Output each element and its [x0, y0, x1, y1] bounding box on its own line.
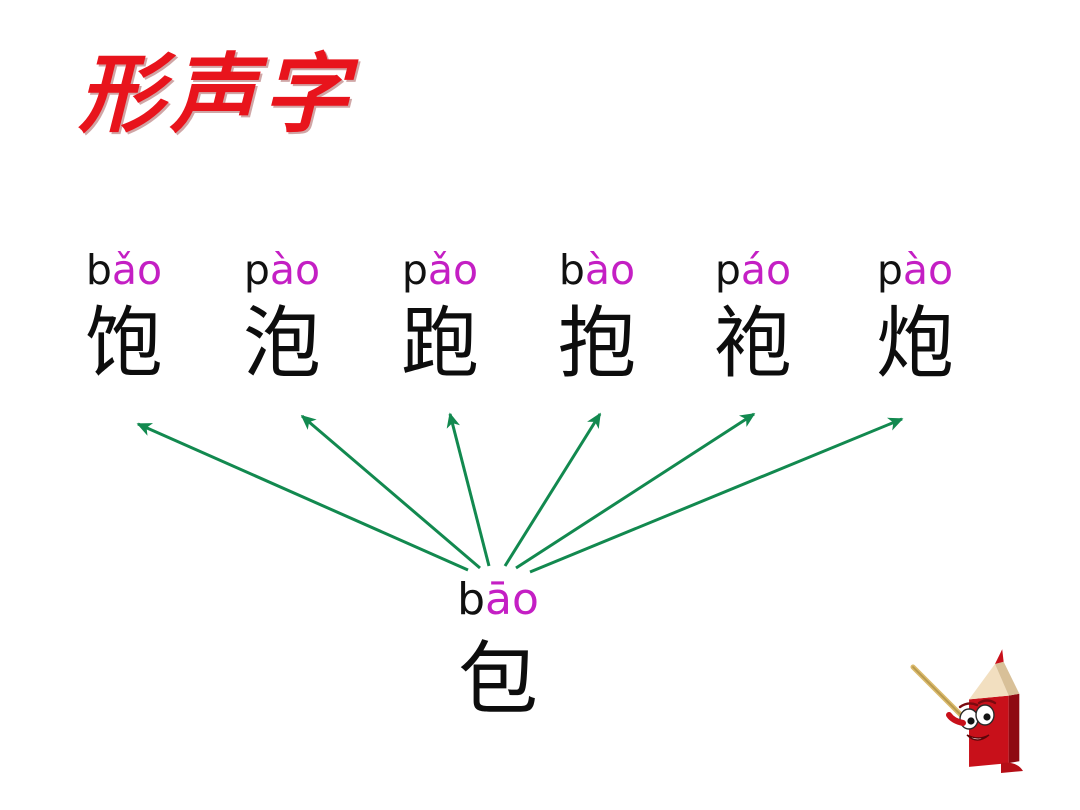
pinyin-initial-5: p [714, 246, 741, 294]
pinyin-final-6: ào [902, 246, 954, 294]
pencil-foot-icon [1001, 762, 1023, 773]
pencil-face-icon [958, 699, 997, 741]
pinyin-final-2: ào [269, 246, 321, 294]
arrow-to-char-3 [446, 412, 491, 567]
derived-group-5: páo 袍 [713, 250, 793, 389]
pinyin-final-4: ào [584, 246, 636, 294]
base-pinyin-initial: b [457, 574, 486, 625]
arrow-to-char-5 [515, 412, 756, 570]
pinyin-5: páo [714, 250, 792, 291]
base-character-group: bāo 包 [457, 578, 539, 720]
arrow-to-char-1 [136, 422, 469, 572]
pinyin-3: pǎo [401, 250, 479, 291]
base-pinyin-final: āo [485, 574, 539, 625]
derived-group-6: pào 炮 [875, 250, 955, 389]
hanzi-2: 泡 [242, 299, 322, 389]
pinyin-final-1: ǎo [111, 246, 163, 294]
arrow-to-char-4 [503, 412, 602, 567]
pinyin-initial-4: b [558, 246, 585, 294]
pinyin-initial-6: p [876, 246, 903, 294]
hanzi-5: 袍 [713, 299, 793, 389]
derived-group-1: bǎo 饱 [84, 250, 164, 389]
derived-group-4: bào 抱 [557, 250, 637, 389]
page-title: 形声字 [78, 44, 354, 145]
pinyin-6: pào [876, 250, 954, 291]
pencil-body-icon [969, 649, 1020, 767]
base-pinyin: bāo [457, 578, 539, 622]
arrow-to-char-2 [300, 414, 481, 570]
hanzi-6: 炮 [875, 299, 955, 389]
pencil-arm-icon [946, 712, 966, 726]
arrow-to-char-6 [529, 417, 904, 574]
hanzi-4: 抱 [557, 299, 637, 389]
derived-group-3: pǎo 跑 [400, 250, 480, 389]
red-pencil-mascot-icon [910, 649, 1023, 773]
pinyin-initial-1: b [85, 246, 112, 294]
pinyin-4: bào [558, 250, 636, 291]
base-hanzi: 包 [457, 633, 538, 726]
hanzi-3: 跑 [400, 299, 480, 389]
pinyin-final-5: áo [740, 246, 792, 294]
pinyin-final-3: ǎo [427, 246, 479, 294]
pinyin-2: pào [243, 250, 321, 291]
derived-group-2: pào 泡 [242, 250, 322, 389]
pinyin-1: bǎo [85, 250, 163, 291]
hanzi-1: 饱 [84, 299, 164, 389]
pinyin-initial-3: p [401, 246, 428, 294]
pinyin-initial-2: p [243, 246, 270, 294]
